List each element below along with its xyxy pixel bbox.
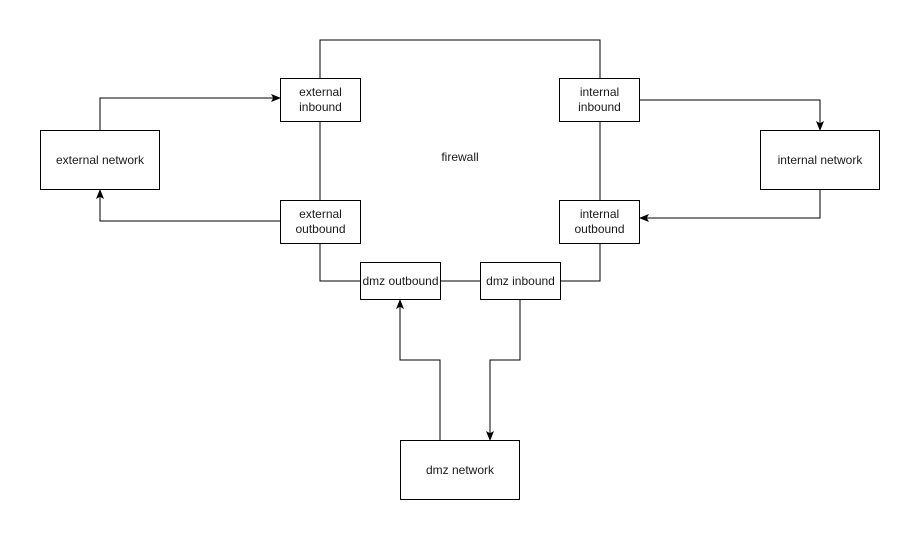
node-dmz-network[interactable]: dmz network <box>400 440 520 500</box>
node-external-outbound[interactable]: external outbound <box>280 200 361 244</box>
node-dmz-outbound[interactable]: dmz outbound <box>360 262 441 300</box>
edge-layer <box>96 39 824 441</box>
edge-dmz-inbound-to-dmz-network <box>486 300 521 441</box>
edge-external-network-to-external-inbound <box>99 94 281 130</box>
edge-external-outbound-to-dmz-outbound <box>319 244 360 282</box>
edge-dmz-network-to-dmz-outbound <box>396 299 441 440</box>
edge-internal-network-to-internal-outbound <box>639 190 821 222</box>
node-dmz-inbound[interactable]: dmz inbound <box>480 262 561 300</box>
edge-internal-outbound-to-dmz-inbound <box>561 244 601 282</box>
node-internal-inbound[interactable]: internal inbound <box>559 78 640 122</box>
node-external-network[interactable]: external network <box>40 130 160 190</box>
node-external-inbound[interactable]: external inbound <box>280 78 361 122</box>
edge-external-outbound-to-external-network <box>96 189 280 222</box>
firewall-zone-label: firewall <box>441 150 479 164</box>
node-internal-network[interactable]: internal network <box>760 130 880 190</box>
edge-internal-inbound-to-internal-network <box>640 99 824 131</box>
edge-external-inbound-to-internal-inbound <box>319 39 601 78</box>
node-internal-outbound[interactable]: internal outbound <box>559 200 640 244</box>
